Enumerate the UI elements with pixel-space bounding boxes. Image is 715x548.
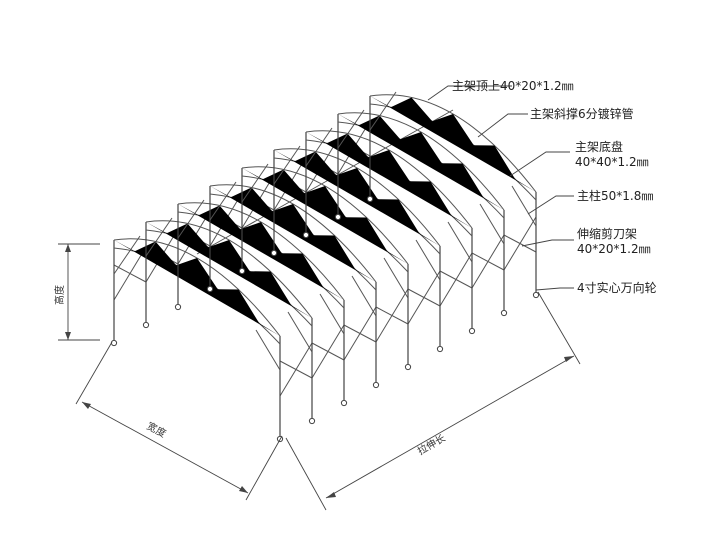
tent-frames — [110, 91, 540, 443]
brace-right — [319, 293, 345, 335]
callout-base-plate-spec: 40*40*1.2㎜ — [575, 155, 649, 169]
callout-scissor-spec: 40*20*1.2㎜ — [577, 242, 651, 256]
brace-right — [511, 185, 537, 227]
caster-wheel — [436, 345, 444, 353]
scissor-bar-right — [343, 306, 377, 361]
scissor-bar-right — [311, 324, 345, 379]
width-dimension: 宽度 — [75, 341, 283, 501]
brace-right — [255, 329, 281, 371]
caster-wheel — [302, 231, 310, 239]
scissor-bar-right — [375, 288, 409, 343]
caster-wheel — [372, 381, 380, 389]
leader-brace-tube — [477, 113, 528, 138]
height-dimension: 高度 — [53, 243, 100, 341]
brace-left — [369, 91, 397, 131]
brace-right — [351, 275, 377, 317]
caster-wheel — [174, 303, 182, 311]
roof-truss — [370, 96, 536, 192]
caster-wheel — [206, 285, 214, 293]
height-label: 高度 — [53, 285, 66, 305]
leader-wheel — [535, 287, 574, 291]
leader-scissor — [521, 239, 574, 247]
callout-leaders — [427, 85, 574, 291]
scissor-bar-left — [113, 246, 147, 301]
brace-right — [287, 311, 313, 353]
brace-left — [145, 217, 173, 257]
roof-truss — [306, 132, 472, 228]
roof-truss — [338, 114, 504, 210]
caster-wheel — [334, 213, 342, 221]
caster-wheel — [532, 291, 540, 299]
brace-left — [273, 145, 301, 185]
roof-truss — [114, 240, 280, 336]
callout-scissor-title: 伸缩剪刀架 — [577, 226, 637, 241]
roof-truss — [178, 204, 344, 300]
leader-column — [527, 195, 574, 215]
brace-left — [113, 235, 141, 275]
caster-wheel — [500, 309, 508, 317]
brace-right — [447, 221, 473, 263]
caster-wheel — [366, 195, 374, 203]
caster-wheel — [308, 417, 316, 425]
caster-wheel — [404, 363, 412, 371]
leader-roof-tube — [427, 85, 512, 101]
length-dimension: 拉伸长 — [285, 291, 581, 511]
roof-truss — [210, 186, 376, 282]
brace-left — [305, 127, 333, 167]
roof-truss — [274, 150, 440, 246]
callout-brace-tube: 主架斜撑6分镀锌管 — [530, 106, 634, 121]
brace-right — [415, 239, 441, 281]
width-label: 宽度 — [145, 419, 169, 440]
roof-truss — [146, 222, 312, 318]
brace-left — [209, 181, 237, 221]
brace-right — [383, 257, 409, 299]
caster-wheel — [270, 249, 278, 257]
caster-wheel — [110, 339, 118, 347]
caster-wheel — [238, 267, 246, 275]
brace-right — [479, 203, 505, 245]
scissor-bar-right — [407, 270, 441, 325]
callout-base-plate-title: 主架底盘 — [575, 139, 623, 154]
callout-column: 主柱50*1.8㎜ — [577, 188, 653, 203]
scissor-bar-right — [439, 252, 473, 307]
caster-wheel — [468, 327, 476, 335]
scissor-bar-right — [471, 234, 505, 289]
brace-left — [337, 109, 365, 149]
callout-roof-tube: 主架顶上40*20*1.2㎜ — [452, 79, 574, 93]
caster-wheel — [142, 321, 150, 329]
scissor-bar-right — [279, 342, 313, 397]
leader-base-plate — [509, 151, 570, 177]
callout-wheel: 4寸实心万向轮 — [577, 280, 657, 295]
roof-truss — [242, 168, 408, 264]
brace-left — [177, 199, 205, 239]
scissor-bar-right — [503, 216, 537, 271]
brace-left — [241, 163, 269, 203]
caster-wheel — [340, 399, 348, 407]
